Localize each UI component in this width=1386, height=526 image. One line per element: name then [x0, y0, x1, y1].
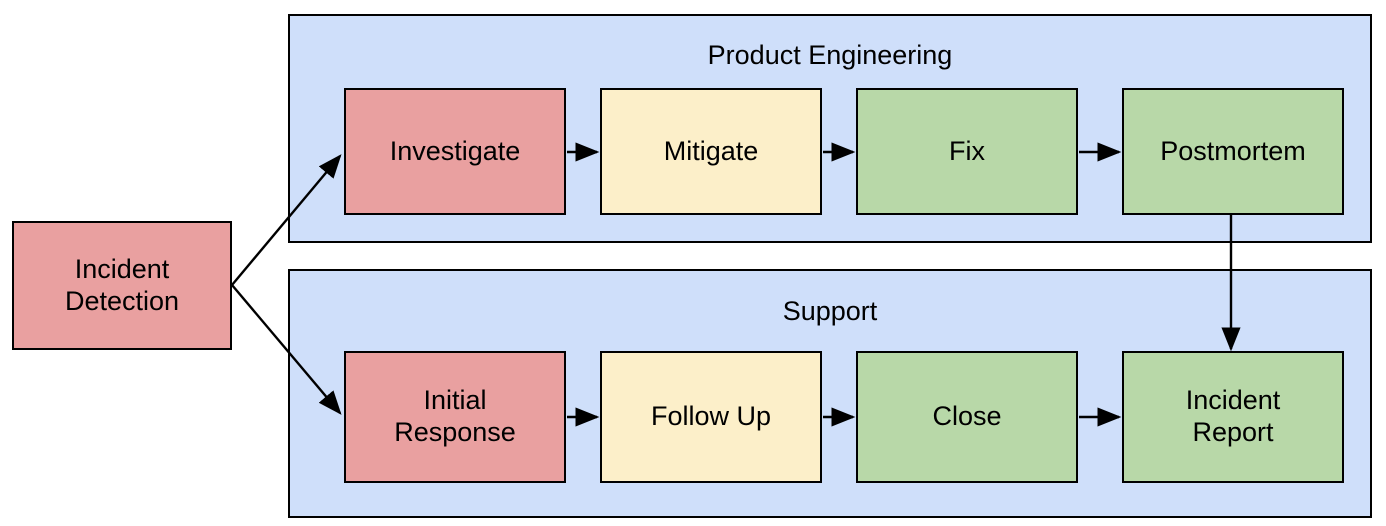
node-investigate-label: Investigate	[389, 135, 521, 166]
node-postmortem[interactable]: Postmortem	[1122, 88, 1344, 215]
node-close[interactable]: Close	[856, 351, 1078, 483]
node-mitigate[interactable]: Mitigate	[600, 88, 822, 215]
node-incident-detection[interactable]: Incident Detection	[12, 221, 232, 350]
node-fix-label: Fix	[949, 135, 985, 166]
node-incident-report[interactable]: Incident Report	[1122, 351, 1344, 483]
node-initial-response[interactable]: Initial Response	[344, 351, 566, 483]
node-close-label: Close	[932, 401, 1002, 432]
node-incident-report-label: Incident Report	[1185, 385, 1281, 447]
node-postmortem-label: Postmortem	[1160, 135, 1306, 166]
node-investigate[interactable]: Investigate	[344, 88, 566, 215]
node-initial-response-label: Initial Response	[394, 385, 516, 447]
node-fix[interactable]: Fix	[856, 88, 1078, 215]
swimlane-product-engineering-label: Product Engineering	[707, 40, 953, 70]
node-follow-up[interactable]: Follow Up	[600, 351, 822, 483]
swimlane-support-label: Support	[782, 296, 878, 326]
node-incident-detection-label: Incident Detection	[64, 253, 180, 316]
node-follow-up-label: Follow Up	[650, 401, 772, 432]
node-mitigate-label: Mitigate	[663, 135, 759, 166]
